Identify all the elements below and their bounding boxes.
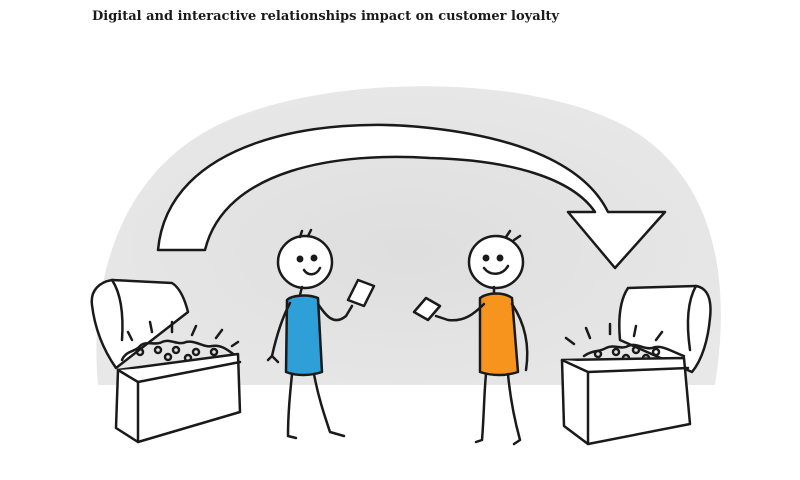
curved-arrow-icon bbox=[156, 123, 667, 270]
treasure-chest-icon bbox=[90, 278, 242, 444]
right-person-shirt bbox=[478, 292, 520, 377]
treasure-chest-icon bbox=[560, 284, 712, 446]
card-icon bbox=[412, 296, 442, 322]
card-icon bbox=[346, 278, 376, 308]
right-person bbox=[412, 229, 529, 446]
left-person bbox=[266, 228, 376, 440]
page-title: Digital and interactive relationships im… bbox=[92, 9, 560, 24]
left-person-shirt bbox=[284, 294, 324, 377]
